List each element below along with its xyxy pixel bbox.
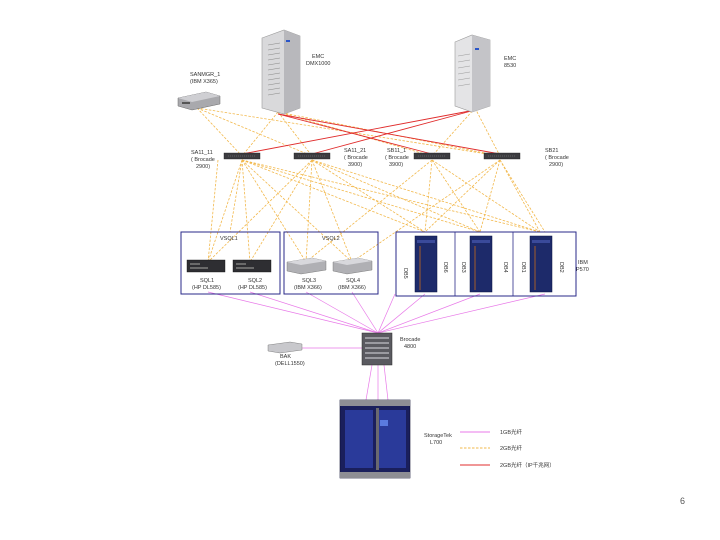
- ibm-label-2: P570: [576, 267, 589, 273]
- db-rack-2: [469, 235, 493, 293]
- vsql2-group-box: [283, 231, 379, 295]
- sb21-label-3: 2900): [549, 162, 563, 168]
- sql1-server: [186, 259, 226, 273]
- ibm-label-1: IBM: [578, 260, 588, 266]
- legend-label-2gb: 2GB光纤: [500, 444, 523, 452]
- pink-fiber-links: [207, 291, 546, 401]
- storagetek-label-2: L700: [430, 440, 442, 446]
- sql4-label-1: SQL4: [346, 278, 360, 284]
- switch-sa11-11: [223, 152, 261, 160]
- switch-sa11-21: [293, 152, 331, 160]
- sql3-label-2: (IBM X366): [294, 285, 322, 291]
- sql4-server: [332, 257, 373, 275]
- legend: 1GB光纤 2GB光纤 2GB光纤（IP千兆网）: [460, 428, 555, 469]
- db5-label: DB5: [402, 268, 408, 279]
- sb21-label-2: ( Brocade: [545, 155, 569, 161]
- sa11-label-2: ( Brocade: [191, 157, 215, 163]
- sa11-label-3: 2900): [196, 164, 210, 170]
- vsql2-label: VSQL2: [322, 236, 340, 242]
- db4-label: DB4: [502, 262, 508, 273]
- sa11-label-1: SA11_11: [191, 150, 213, 156]
- sb11-label-1: SB11_1: [387, 148, 406, 154]
- switch-sb11-1: [413, 152, 451, 160]
- db1-label: DB1: [520, 262, 526, 273]
- vsql1-group-box: [180, 231, 281, 295]
- brocade-core-switch: [361, 332, 393, 366]
- sa21-label-1: SA11_21: [344, 148, 366, 154]
- emc-8530-label-2: 8530: [504, 63, 516, 69]
- sql1-label-1: SQL1: [200, 278, 214, 284]
- sanmgr-label-2: (IBM X365): [190, 79, 218, 85]
- emc-dmx1000-storage: [261, 29, 301, 115]
- legend-label-ip: 2GB光纤（IP千兆网）: [500, 461, 555, 469]
- sql1-label-2: (HP DL585): [192, 285, 221, 291]
- db-rack-1: [414, 235, 438, 293]
- sb11-label-3: 3900): [389, 162, 403, 168]
- emc-8530-storage: [454, 34, 491, 113]
- bak-server: [267, 341, 303, 354]
- sanmgr-server: [177, 91, 221, 111]
- sb11-label-2: ( Brocade: [385, 155, 409, 161]
- brocade-core-label-2: 4800: [404, 344, 416, 350]
- sql2-label-2: (HP DL585): [238, 285, 267, 291]
- brocade-core-label-1: Brocade: [400, 337, 421, 343]
- storagetek-tape-library: [339, 399, 411, 479]
- db6-label: DB6: [442, 262, 448, 273]
- page-number: 6: [680, 496, 685, 506]
- sql4-label-2: (IBM X366): [338, 285, 366, 291]
- vsql1-label: VSQL1: [220, 236, 238, 242]
- db2-label: DB2: [558, 262, 564, 273]
- red-ip-links: [241, 109, 501, 155]
- sa21-label-3: 3900): [348, 162, 362, 168]
- sa21-label-2: ( Brocade: [344, 155, 368, 161]
- emc-dmx-label-2: DMX1000: [306, 61, 330, 67]
- switch-sb21: [483, 152, 521, 160]
- db3-label: DB3: [460, 262, 466, 273]
- emc-dmx-label-1: EMC: [312, 54, 324, 60]
- sanmgr-label-1: SANMGR_1: [190, 72, 220, 78]
- bak-label-1: BAK: [280, 354, 291, 360]
- sb21-label-1: SB21: [545, 148, 558, 154]
- sql3-server: [286, 257, 327, 275]
- storagetek-label-1: StorageTek: [424, 433, 452, 439]
- emc-8530-label-1: EMC: [504, 56, 516, 62]
- sql2-server: [232, 259, 272, 273]
- bak-label-2: (DELL1550): [275, 361, 305, 367]
- sql2-label-1: SQL2: [248, 278, 262, 284]
- sql3-label-1: SQL3: [302, 278, 316, 284]
- db-rack-3: [529, 235, 553, 293]
- legend-label-1gb: 1GB光纤: [500, 428, 523, 436]
- ibm-p570-group-box: [395, 231, 577, 297]
